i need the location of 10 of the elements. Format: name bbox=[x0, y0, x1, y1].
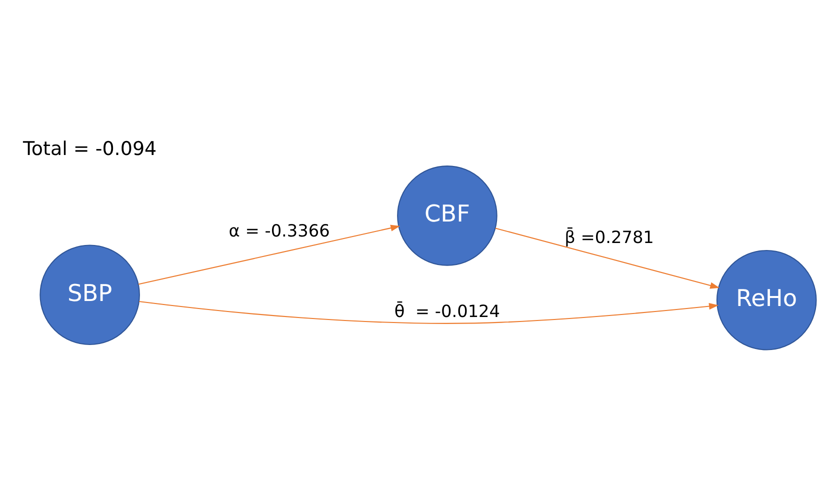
node-circle: ReHo bbox=[716, 250, 817, 350]
edge-label: β̄ =0.2781 bbox=[564, 226, 654, 247]
edge-label: α = -0.3366 bbox=[228, 220, 330, 241]
arrow bbox=[139, 301, 719, 324]
node-circle: SBP bbox=[40, 244, 140, 346]
edge-label: θ̄ = -0.0124 bbox=[394, 300, 500, 321]
label: Total = -0.094 bbox=[22, 138, 157, 160]
arrow bbox=[495, 228, 720, 289]
node-circle: CBF bbox=[397, 166, 498, 266]
arrow bbox=[138, 224, 400, 285]
